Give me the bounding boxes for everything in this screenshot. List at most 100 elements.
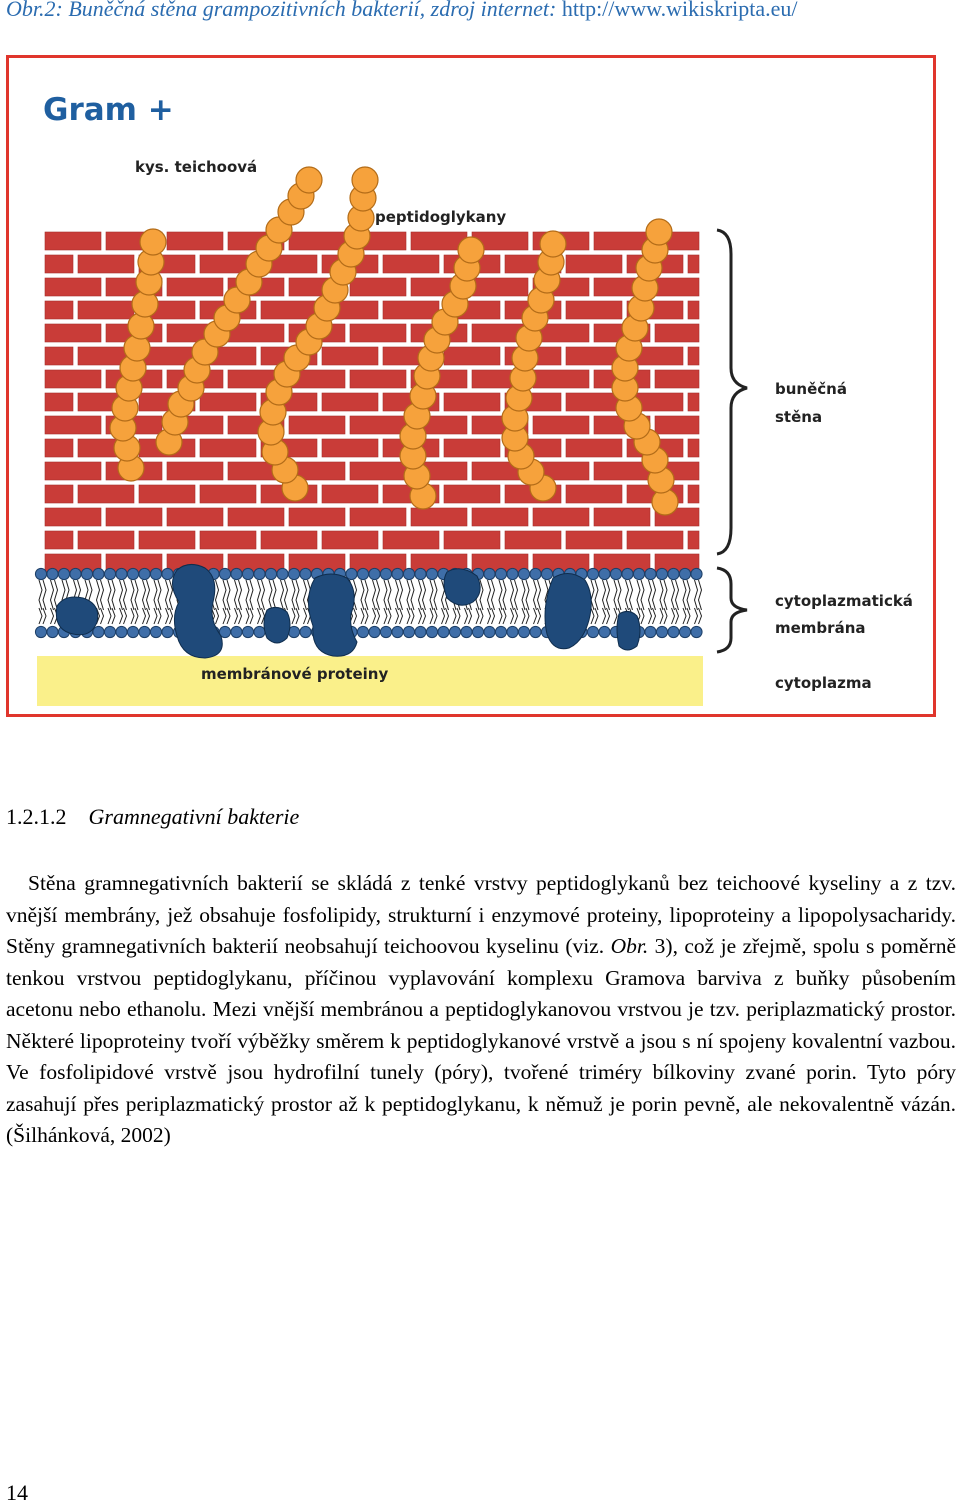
brick (593, 461, 651, 481)
label-teichoic: kys. teichoová (135, 158, 257, 176)
lipid-head (230, 567, 243, 581)
brick (260, 530, 318, 550)
lipid-head (402, 625, 416, 639)
brick (227, 507, 285, 527)
lipid-tail (636, 579, 645, 611)
brick (199, 392, 257, 412)
lipid-tail (245, 579, 254, 611)
brick (349, 277, 407, 297)
lipid-head (115, 625, 128, 639)
lipid-head (356, 625, 370, 639)
lipid-tail (279, 579, 289, 611)
lipid-head (356, 567, 370, 581)
brick (44, 461, 102, 481)
brick (687, 392, 700, 412)
brick (166, 507, 224, 527)
lipid-tail (647, 579, 657, 611)
brick (321, 484, 379, 504)
brick (532, 369, 590, 389)
lipid-head (540, 567, 554, 581)
teichoic-bead (645, 218, 673, 246)
label-peptidoglycan: peptidoglykany (375, 208, 506, 226)
lipid-tail (360, 579, 369, 611)
membrane-protein (308, 573, 358, 657)
lipid-tail (107, 607, 116, 625)
brick (687, 438, 700, 458)
lipid-head (138, 567, 151, 581)
brick (565, 484, 623, 504)
cell-wall-diagram: Gram + kys. teichoová peptidoglykany bun… (34, 92, 913, 706)
lipid-head (126, 625, 140, 639)
lipid-head (241, 625, 255, 639)
brick (44, 530, 74, 550)
lipid-head (655, 567, 669, 581)
lipid-tail (291, 579, 300, 611)
brick (77, 254, 135, 274)
lipid-tail (222, 607, 231, 625)
lipid-head (667, 567, 680, 581)
brick (654, 369, 700, 389)
lipid-tail (222, 579, 231, 611)
lipid-tail (165, 607, 174, 625)
membrane-brace (716, 566, 748, 654)
brick (349, 507, 407, 527)
lipid-head (598, 625, 611, 639)
brick (626, 530, 684, 550)
lipid-tail (360, 607, 369, 625)
membrane-protein (172, 564, 223, 659)
gram-positive-figure: Gram + kys. teichoová peptidoglykany bun… (6, 55, 936, 717)
section-number: 1.2.1.2 (6, 804, 67, 829)
lipid-head (690, 625, 703, 639)
brick (565, 392, 623, 412)
lipid-head (299, 567, 312, 581)
lipid-head (92, 567, 105, 581)
lipid-tail (49, 579, 59, 611)
figure-caption: Obr.2: Buněčná stěna grampozitivních bak… (6, 0, 798, 22)
membrane-protein (55, 596, 99, 636)
lipid-head (655, 625, 669, 639)
lipid-tail (601, 579, 611, 611)
caption-text: Buněčná stěna grampozitivních bakterií, … (68, 0, 557, 21)
lipid-tail (659, 579, 668, 611)
brick (382, 254, 440, 274)
lipid-head (92, 625, 105, 639)
brick (565, 438, 623, 458)
lipid-head (529, 625, 542, 639)
membrane-protein (263, 606, 291, 644)
lipid-tail (498, 607, 507, 625)
lipid-head (483, 625, 496, 639)
lipid-head (460, 625, 473, 639)
paragraph-ref: Obr. (610, 934, 649, 958)
brick (44, 484, 74, 504)
lipid-tail (406, 607, 415, 625)
brick (443, 530, 501, 550)
lipid-tail (510, 607, 519, 625)
label-cell-wall-1: buněčná (775, 380, 847, 398)
body-paragraph: Stěna gramnegativních bakterií se skládá… (6, 868, 956, 1152)
lipid-head (103, 625, 117, 639)
lipid-tail (533, 607, 542, 625)
brick (382, 300, 440, 320)
lipid-head (46, 625, 59, 639)
lipid-head (690, 567, 703, 581)
caption-url[interactable]: http://www.wikiskripta.eu/ (561, 0, 798, 21)
lipid-head (115, 567, 128, 581)
lipid-tail (142, 607, 151, 625)
lipid-head (149, 625, 163, 639)
lipid-tail (395, 607, 404, 625)
paragraph-part2: 3), což je zřejmě, spolu s poměrně tenko… (6, 934, 957, 1147)
brick (321, 438, 379, 458)
lipid-tail (429, 607, 438, 625)
brick (44, 507, 102, 527)
lipid-tail (532, 579, 542, 611)
lipid-tail (245, 607, 254, 625)
lipid-head (448, 625, 462, 639)
brick (288, 415, 346, 435)
brick (654, 277, 700, 297)
membrane-proteins (55, 564, 641, 659)
lipid-tail (164, 579, 174, 611)
lipid-head (644, 625, 657, 639)
teichoic-bead (457, 236, 485, 264)
cell-wall-brace (716, 228, 748, 556)
lipid-head (253, 567, 266, 581)
